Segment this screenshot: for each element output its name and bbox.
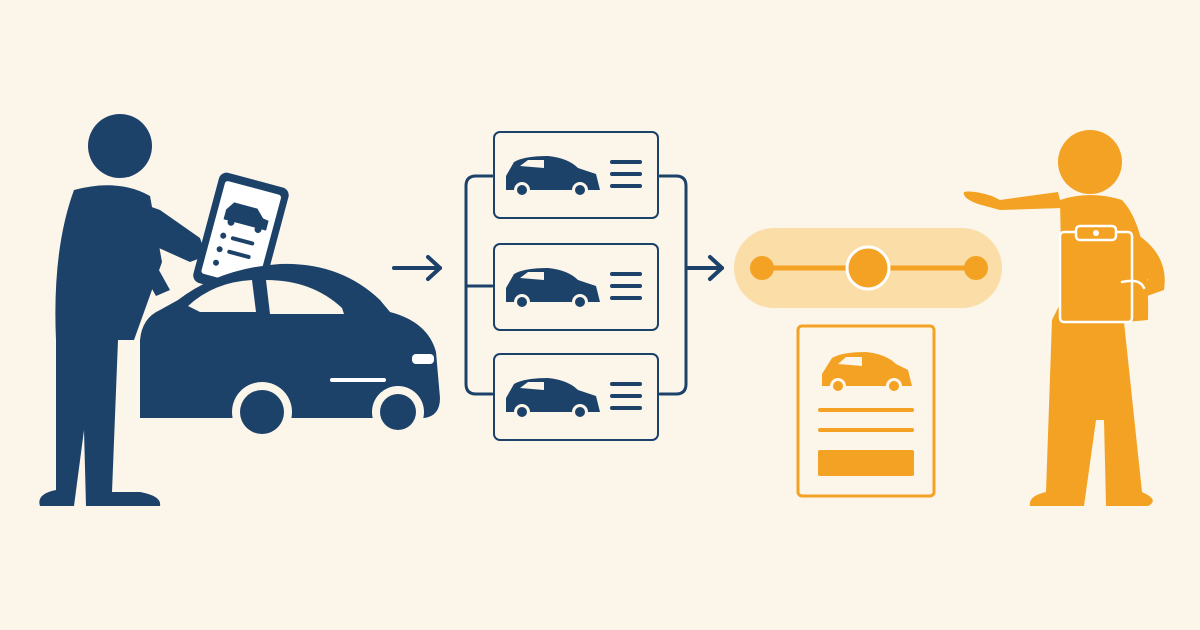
car-listing-card [493,131,659,219]
flow-arrow-icon [392,255,442,281]
car-icon [223,202,269,231]
text-lines-icon [610,382,642,410]
car-icon [506,268,600,310]
report-line [818,428,914,432]
car-icon [506,156,600,198]
bracket-icon [464,174,688,396]
car-icon [506,378,600,420]
timeline-node-active [845,245,891,291]
progress-timeline-icon [734,228,1002,308]
timeline-node [964,256,988,280]
car-report-document-icon [796,324,936,498]
report-summary-block [818,450,914,476]
car-listing-card [493,243,659,331]
text-lines-icon [610,160,642,188]
flow-arrow-icon [686,255,724,281]
text-lines-icon [610,272,642,300]
car-listing-card [493,353,659,441]
report-line [818,408,914,412]
car-icon [140,263,440,442]
person-with-tablet-icon [39,114,206,506]
timeline-node [750,256,774,280]
car-icon [822,352,912,394]
clipboard-icon [1058,224,1146,324]
